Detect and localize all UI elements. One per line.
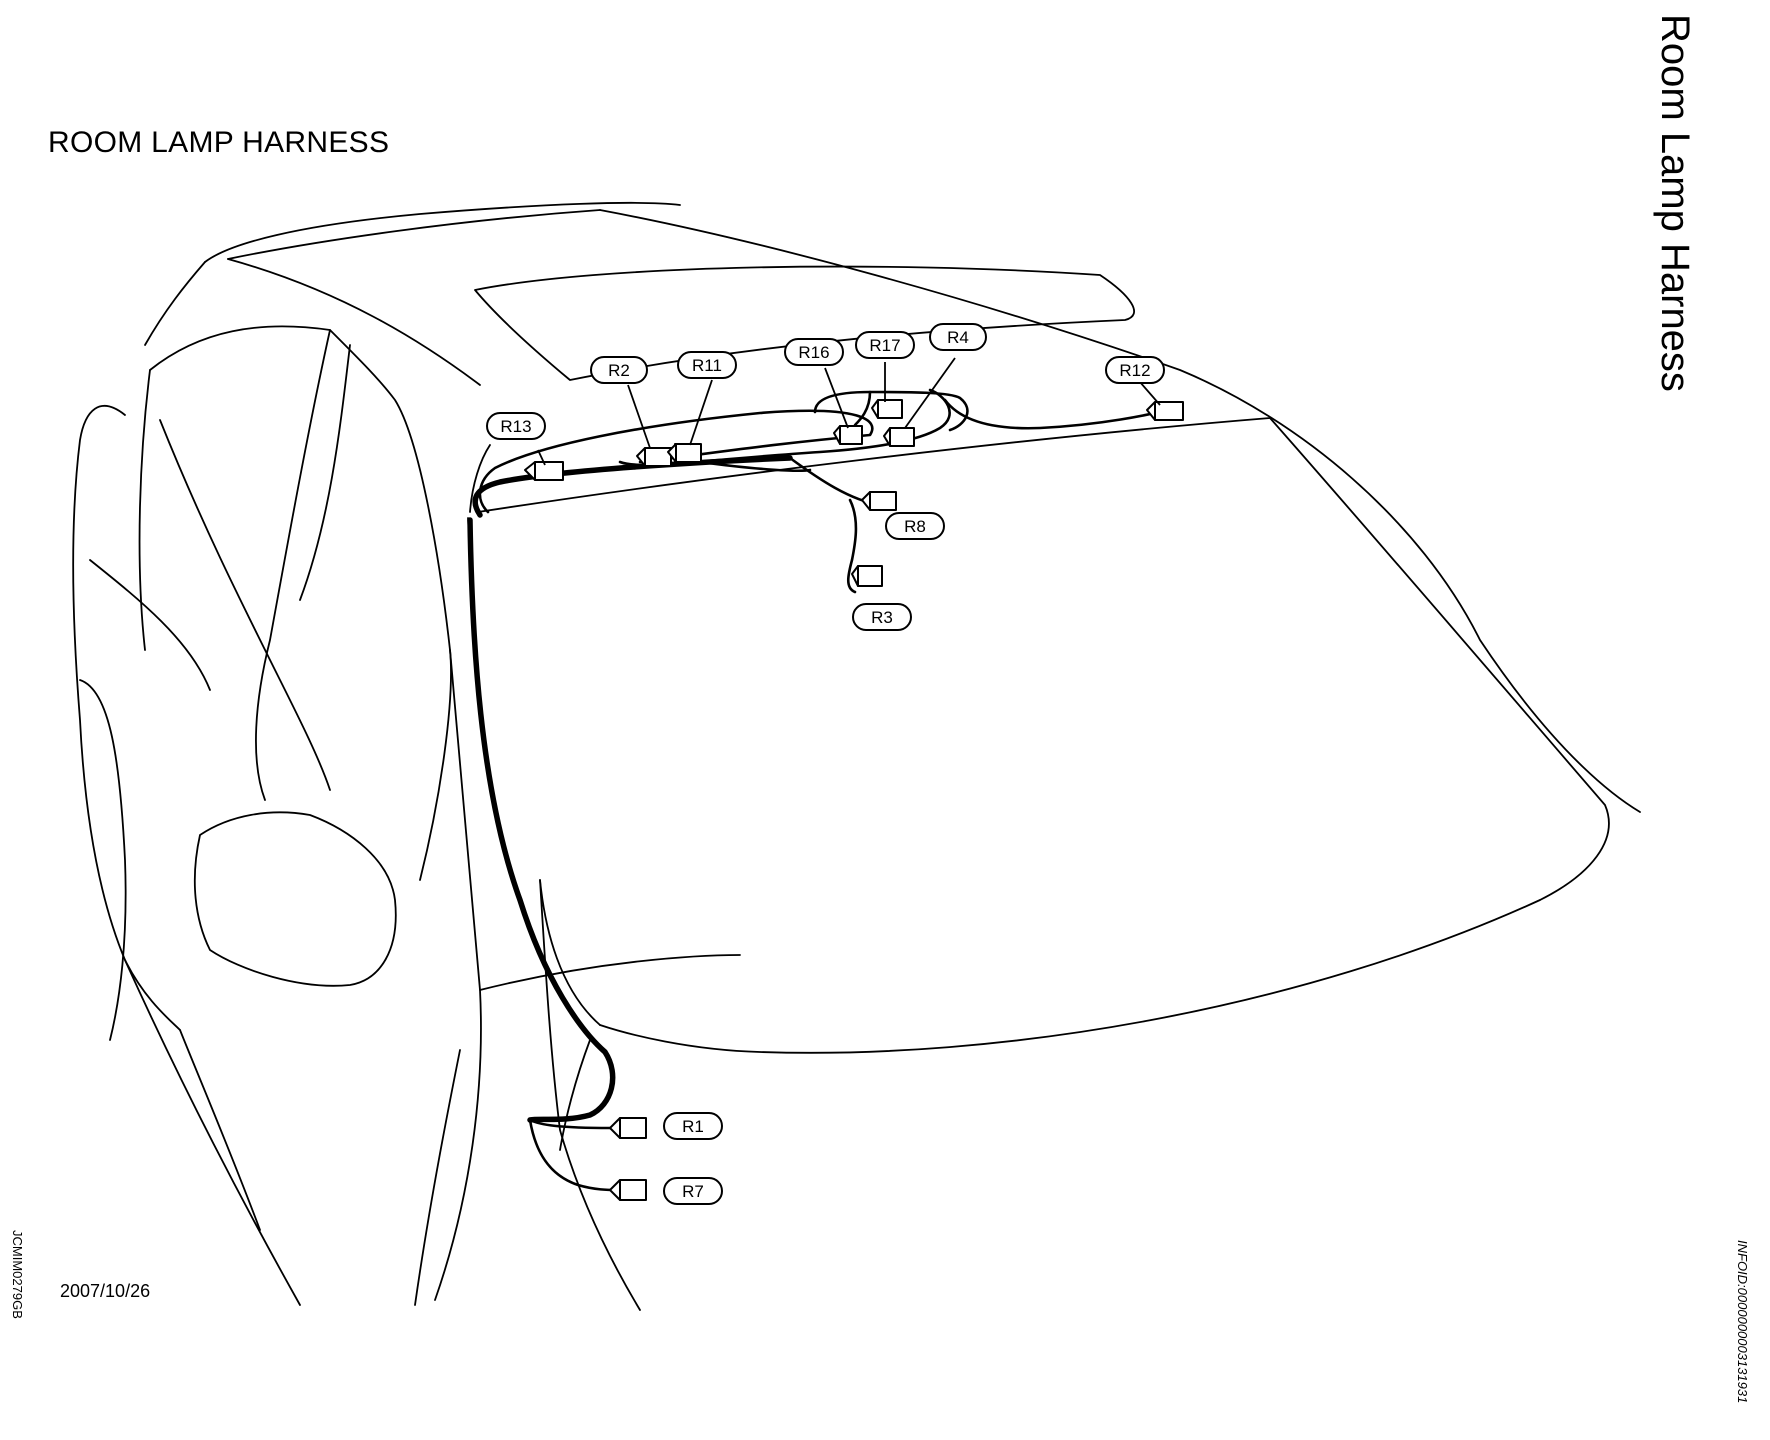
connector-label-text-R7: R7 — [682, 1182, 704, 1201]
connector-icon-R7 — [609, 1179, 647, 1201]
connector-label-R8: R8 — [885, 512, 945, 540]
connector-label-R2: R2 — [590, 356, 648, 384]
connector-symbols — [524, 399, 1184, 1201]
figure-date: 2007/10/26 — [60, 1281, 151, 1301]
connector-icon-R17 — [871, 399, 903, 419]
connector-icon-R2 — [636, 447, 672, 467]
diagram-title: ROOM LAMP HARNESS — [48, 126, 390, 159]
info-id: INFOID:0000000003131931 — [1735, 1240, 1750, 1404]
figure-reference-code: JCMIM0279GB — [10, 1230, 25, 1319]
connector-labels: R13 R2 R11 R16 R17 R4 — [486, 323, 1165, 1205]
connector-label-R1: R1 — [663, 1112, 723, 1140]
connector-icon-R8 — [861, 491, 897, 511]
connector-label-R17: R17 — [855, 331, 915, 359]
car-body-outline — [72, 201, 1641, 1311]
connector-icon-R13 — [524, 461, 564, 481]
connector-label-R12: R12 — [1105, 356, 1165, 384]
connector-label-text-R16: R16 — [798, 343, 829, 362]
connector-icon-R1 — [609, 1117, 647, 1139]
connector-label-R7: R7 — [663, 1177, 723, 1205]
connector-label-R16: R16 — [784, 338, 844, 366]
connector-label-text-R11: R11 — [692, 356, 722, 375]
connector-label-text-R3: R3 — [871, 608, 893, 627]
connector-icon-R11 — [667, 443, 702, 463]
connector-icon-R12 — [1146, 401, 1184, 421]
connector-label-R11: R11 — [677, 351, 737, 379]
connector-label-R13: R13 — [486, 412, 546, 440]
connector-icon-R4 — [883, 427, 915, 447]
connector-label-text-R2: R2 — [608, 361, 630, 380]
connector-label-text-R4: R4 — [947, 328, 969, 347]
connector-label-R4: R4 — [929, 323, 987, 351]
connector-label-text-R12: R12 — [1119, 361, 1150, 380]
connector-icon-R16 — [833, 425, 863, 445]
connector-label-text-R1: R1 — [682, 1117, 704, 1136]
connector-icon-R3 — [851, 565, 883, 587]
connector-label-text-R8: R8 — [904, 517, 926, 536]
connector-label-R3: R3 — [852, 603, 912, 631]
connector-label-text-R13: R13 — [500, 417, 531, 436]
section-side-title: Room Lamp Harness — [1653, 14, 1697, 392]
connector-label-text-R17: R17 — [869, 336, 900, 355]
wiring-harness — [467, 388, 1177, 1192]
leader-lines — [537, 357, 1161, 466]
